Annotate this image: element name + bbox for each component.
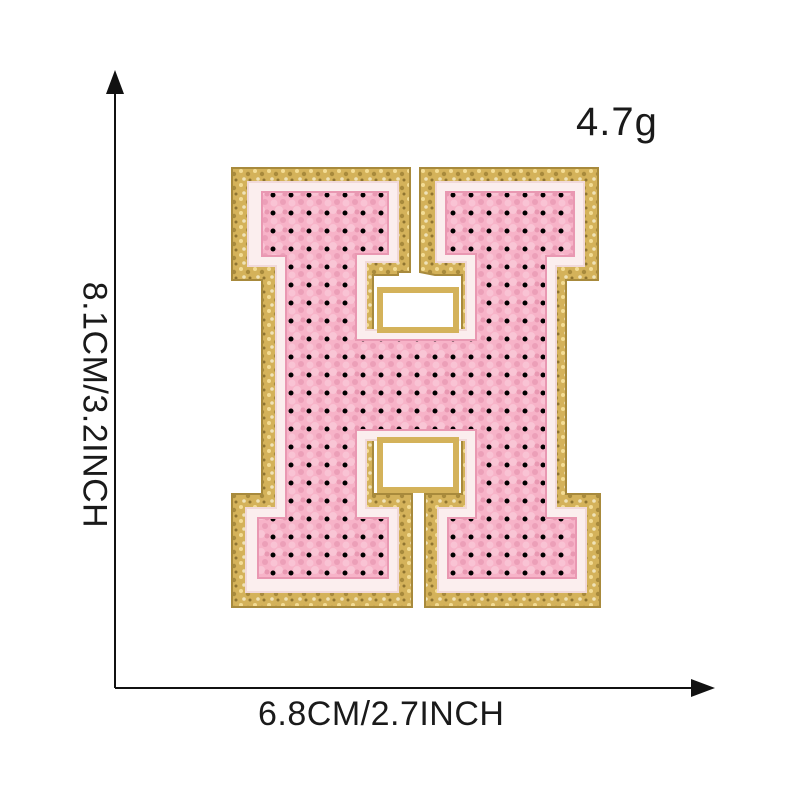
dimension-axes <box>106 70 715 697</box>
patch-pink-chenille-letter <box>257 191 577 579</box>
width-dimension-label: 6.8CM/2.7INCH <box>258 695 505 733</box>
patch-lower-cutout <box>377 437 459 493</box>
vertical-axis-arrow-icon <box>106 70 124 94</box>
patch-upper-cutout <box>377 287 459 333</box>
horizontal-axis-arrow-icon <box>691 679 715 697</box>
weight-label: 4.7g <box>576 100 658 144</box>
height-dimension-label: 8.1CM/3.2INCH <box>75 281 114 529</box>
letter-h-patch <box>231 167 601 608</box>
